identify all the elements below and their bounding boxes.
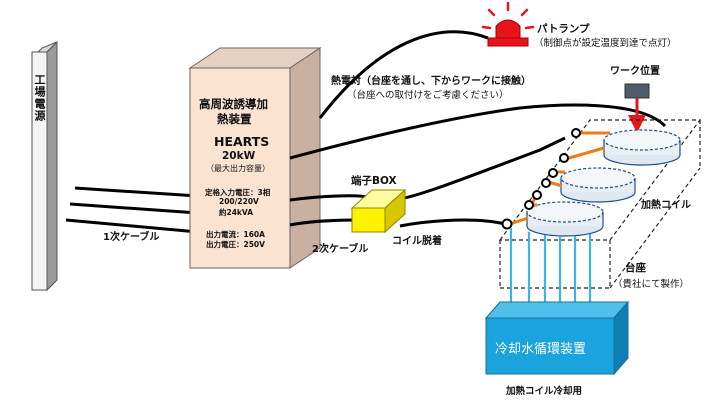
heating-coil-discs bbox=[526, 129, 681, 237]
chiller-unit bbox=[484, 300, 630, 376]
work-position-icon bbox=[624, 83, 650, 133]
chiller-label: 冷却水循環装置 bbox=[495, 342, 587, 357]
pedestal-label: 台座 bbox=[625, 262, 646, 274]
primary-cable-label: 1次ケーブル bbox=[103, 232, 160, 243]
work-position-label: ワーク位置 bbox=[610, 66, 660, 77]
secondary-cable-label: 2次ケーブル bbox=[312, 244, 369, 255]
device-input-line1: 定格入力電圧：3相 bbox=[205, 188, 271, 197]
device-input-line3: 約24kVA bbox=[219, 208, 254, 217]
factory-wall bbox=[31, 40, 58, 292]
thermocouple-note: （台座への取付けをご考慮ください） bbox=[347, 90, 509, 101]
device-power: 20kW bbox=[222, 150, 256, 162]
patlamp-icon bbox=[481, 1, 535, 47]
device-input-line2: 200/220V bbox=[219, 197, 259, 206]
coil-disc-bottom bbox=[526, 201, 604, 237]
heating-coil-label: 加熱コイル bbox=[641, 200, 691, 211]
terminal-box-label: 端子BOX bbox=[351, 175, 397, 187]
coil-disc-middle bbox=[560, 167, 636, 203]
patlamp-label: パトランプ bbox=[537, 23, 590, 35]
primary-cables bbox=[65, 186, 199, 234]
device-title-line1: 高周波誘導加 bbox=[199, 97, 268, 111]
device-output-line2: 出力電圧：250V bbox=[206, 240, 265, 249]
terminal-box bbox=[350, 188, 407, 234]
device-output-line1: 出力電流：160A bbox=[206, 230, 265, 239]
coil-disc-top bbox=[603, 129, 681, 166]
thermocouple-label: 熱電対（台座を通し、下からワークに接触） bbox=[331, 76, 531, 87]
lead-terminals bbox=[501, 128, 581, 230]
pedestal-note: （貴社にて製作） bbox=[613, 279, 690, 290]
heating-device-box bbox=[188, 47, 322, 269]
factory-power-label: 工場電源 bbox=[33, 74, 46, 122]
chiller-note: 加熱コイル冷却用 bbox=[506, 386, 583, 397]
device-power-note: （最大出力容量） bbox=[206, 164, 270, 173]
device-model: HEARTS bbox=[214, 134, 270, 149]
patlamp-note: （制御点が設定温度到達で点灯） bbox=[534, 38, 677, 49]
device-title-line2: 熱装置 bbox=[217, 112, 252, 126]
coil-detach-label: コイル脱着 bbox=[392, 236, 442, 247]
cooling-pipes bbox=[509, 228, 592, 302]
